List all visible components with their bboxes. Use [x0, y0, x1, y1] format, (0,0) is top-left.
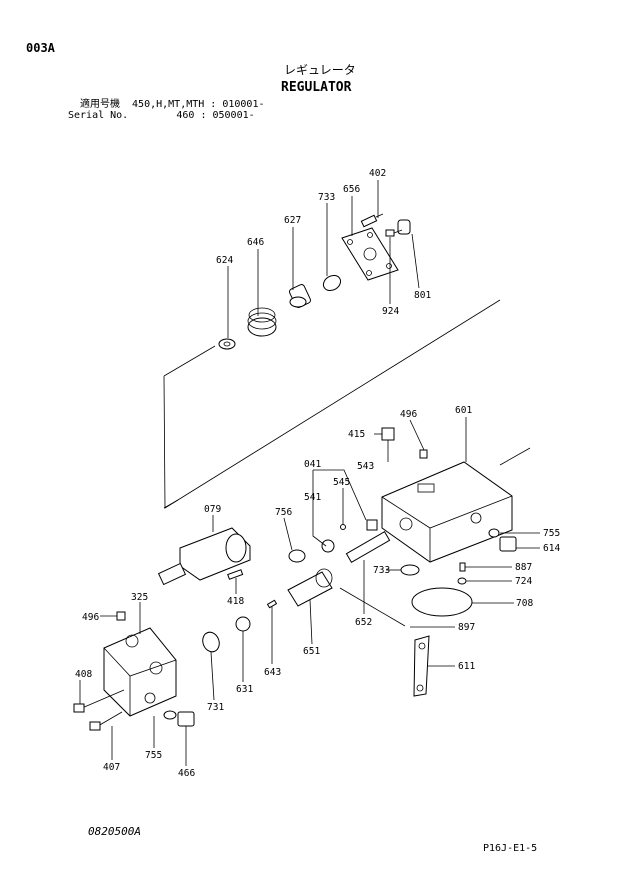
callout-415: 415 — [348, 429, 365, 440]
callout-656: 656 — [343, 184, 360, 195]
lever-611 — [413, 635, 430, 697]
drawing-number: 0820500A — [88, 825, 141, 838]
pin-643 — [266, 599, 278, 609]
callout-924: 924 — [382, 306, 399, 317]
spring-646 — [247, 307, 277, 337]
o-ring-733 — [322, 274, 342, 292]
callout-756: 756 — [275, 507, 292, 518]
callout-402: 402 — [369, 168, 386, 179]
callout-733: 733 — [318, 192, 335, 203]
callout-887: 887 — [515, 562, 532, 573]
sleeve-541 — [321, 539, 335, 553]
callout-897: 897 — [458, 622, 475, 633]
washer-624 — [218, 338, 236, 350]
callout-643: 643 — [264, 667, 281, 678]
callout-407: 407 — [103, 762, 120, 773]
callout-418: 418 — [227, 596, 244, 607]
nut-631 — [235, 616, 251, 632]
callout-724: 724 — [515, 576, 532, 587]
callout-labels: 402 656 733 627 646 624 801 924 496 601 … — [75, 168, 560, 779]
o-ring-755-lower — [163, 710, 177, 720]
callout-541: 541 — [304, 492, 321, 503]
callout-466: 466 — [178, 768, 195, 779]
pin-887 — [459, 562, 466, 572]
bolt-408 — [73, 689, 125, 713]
plug-466 — [177, 711, 195, 727]
plug-614 — [488, 528, 517, 552]
callout-496-left: 496 — [82, 612, 99, 623]
bolt-415 — [381, 427, 395, 462]
callout-325: 325 — [131, 592, 148, 603]
callout-755-lower: 755 — [145, 750, 162, 761]
o-ring-731 — [202, 631, 220, 653]
ring-724 — [457, 577, 467, 585]
callout-733-lower: 733 — [373, 565, 390, 576]
seat-543 — [366, 519, 378, 531]
solenoid-079 — [157, 527, 251, 586]
plug-496-top — [419, 449, 428, 459]
title-japanese: レギュレータ — [284, 63, 356, 77]
callout-496-top: 496 — [400, 409, 417, 420]
sheet-reference: P16J-E1-5 — [483, 843, 538, 854]
page-title: REGULATOR — [281, 80, 352, 95]
callout-624: 624 — [216, 255, 233, 266]
spool-652 — [345, 530, 391, 564]
regulator-body-601 — [381, 461, 513, 563]
screw-418 — [227, 569, 244, 580]
plug-496-left — [116, 611, 126, 621]
o-ring-733-lower — [400, 564, 420, 576]
bolt-402 — [360, 213, 384, 228]
callout-731: 731 — [207, 702, 224, 713]
o-ring-756 — [288, 549, 306, 563]
page-code: 003A — [26, 41, 55, 55]
callout-755-right: 755 — [543, 528, 560, 539]
callout-631: 631 — [236, 684, 253, 695]
spool-627 — [289, 284, 311, 308]
callout-708: 708 — [516, 598, 533, 609]
callout-614: 614 — [543, 543, 560, 554]
ball-545 — [340, 524, 346, 530]
callout-408: 408 — [75, 669, 92, 680]
serial-number-range: Serial No. 460 : 050001- — [68, 110, 255, 121]
callout-545: 545 — [333, 477, 350, 488]
model-applicability: 適用号機 450,H,MT,MTH : 010001- — [80, 99, 265, 110]
callout-611: 611 — [458, 661, 475, 672]
o-ring-708 — [411, 587, 473, 617]
sleeve-651 — [287, 568, 333, 607]
callout-801: 801 — [414, 290, 431, 301]
callout-646: 646 — [247, 237, 264, 248]
callout-601: 601 — [455, 405, 472, 416]
callout-652: 652 — [355, 617, 372, 628]
cover-plate-656 — [341, 227, 399, 281]
callout-627: 627 — [284, 215, 301, 226]
leader-lines — [79, 180, 540, 766]
valve-block-325 — [103, 627, 177, 717]
bolt-407 — [89, 711, 123, 731]
callout-041: 041 — [304, 459, 321, 470]
callout-079: 079 — [204, 504, 221, 515]
callout-651: 651 — [303, 646, 320, 657]
callout-543: 543 — [357, 461, 374, 472]
assembly-guide-lines — [163, 299, 531, 627]
plug-801 — [397, 219, 411, 235]
pin-924 — [385, 229, 403, 237]
